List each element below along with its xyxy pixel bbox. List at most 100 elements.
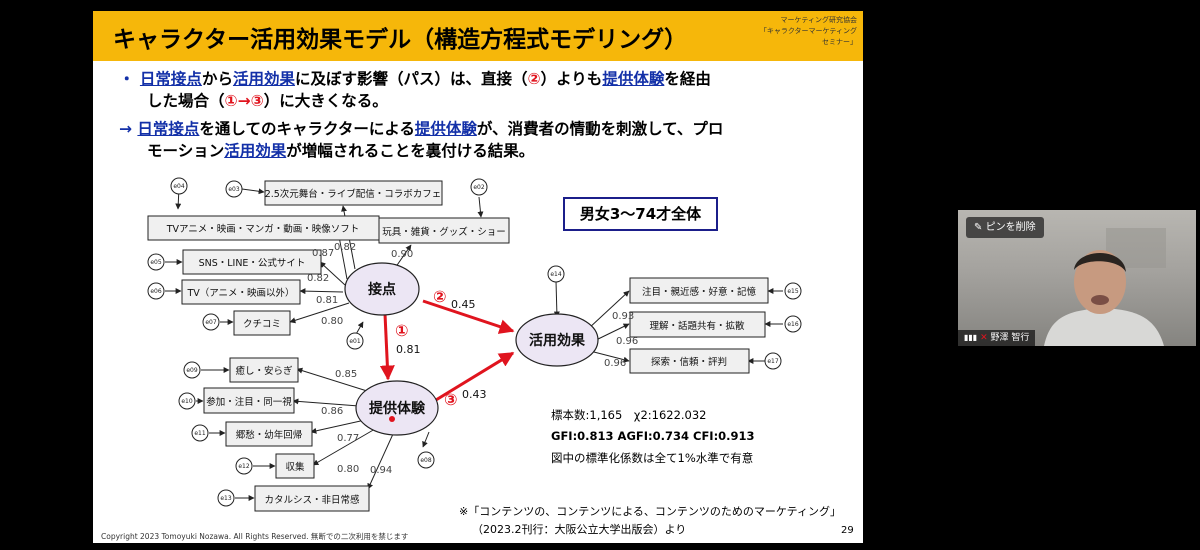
slide-title-bar: キャラクター活用効果モデル（構造方程式モデリング） マーケティング研究協会 「キ…: [93, 11, 863, 61]
loading-label: 0.96: [616, 336, 638, 347]
error-label: e04: [173, 183, 185, 190]
bullet-text: が、消費者の情動を刺激して、プロ: [476, 120, 724, 138]
page-number: 29: [841, 525, 854, 536]
error-term: [547, 265, 565, 283]
error-label: e09: [186, 367, 198, 374]
path-marker-2: ②: [527, 70, 541, 88]
indicator-box: [629, 311, 766, 338]
error-term: [178, 392, 196, 410]
error-term: [784, 282, 802, 300]
error-term: [217, 489, 235, 507]
indicator-label: クチコミ: [243, 319, 281, 330]
latent-node-effect: [515, 313, 599, 367]
indicator-box: [629, 348, 750, 374]
error-term: [784, 315, 802, 333]
participant-video-tile[interactable]: ✎ ピンを削除 ▮▮▮ ✕ 野澤 智行: [958, 210, 1196, 346]
error-label: e15: [787, 288, 799, 295]
unpin-label: ピンを削除: [985, 222, 1036, 233]
error-term: [225, 180, 243, 198]
stat-note: 図中の標準化係数は全て1%水準で有意: [551, 451, 754, 465]
indicator-box: [378, 217, 510, 244]
slide-title: キャラクター活用効果モデル（構造方程式モデリング）: [113, 27, 688, 53]
loading-label: 0.82: [307, 273, 329, 284]
cursor-pointer-dot: [389, 416, 395, 422]
error-label: e03: [228, 186, 240, 193]
error-term: [202, 313, 220, 331]
loading-label: 0.90: [391, 249, 413, 260]
indicator-label: TVアニメ・映画・マンガ・動画・映像ソフト: [166, 223, 360, 235]
error-term: [417, 451, 435, 469]
indicator-box: [181, 279, 301, 305]
error-term: [346, 332, 364, 350]
loading-label: 0.96: [604, 358, 626, 369]
signal-icon: ▮▮▮: [964, 333, 978, 342]
organizer-line: マーケティング研究協会: [780, 16, 857, 24]
bullet-1-line-2: した場合（①→③）に大きくなる。: [147, 90, 388, 112]
error-label: e13: [220, 495, 232, 502]
error-term: [191, 424, 209, 442]
error-label: e12: [238, 463, 250, 470]
path-coef-2: 0.45: [451, 298, 476, 311]
error-label: e07: [205, 319, 217, 326]
bullet-text: した場合（: [147, 92, 225, 110]
loading-label: 0.82: [334, 242, 356, 253]
error-label: e10: [181, 398, 193, 405]
bullet-1-line-1: ・ 日常接点から活用効果に及ぼす影響（パス）は、直接（②）よりも提供体験を経由: [119, 68, 711, 90]
indicator-box: [147, 215, 380, 241]
indicator-box: [264, 180, 443, 206]
unpin-button[interactable]: ✎ ピンを削除: [966, 217, 1044, 238]
path-coef-3: 0.43: [462, 388, 487, 401]
loading-label: 0.86: [321, 406, 343, 417]
indicator-box: [229, 357, 299, 383]
error-term: [170, 177, 188, 195]
indicator-label: TV（アニメ・映画以外）: [186, 287, 294, 299]
bullet-text: ）に大きくなる。: [263, 92, 388, 110]
error-label: e16: [787, 321, 799, 328]
source-note-line-2: （2023.2刊行：大阪公立大学出版会）より: [472, 523, 687, 536]
term-effect: 活用効果: [224, 142, 287, 160]
error-term: [147, 282, 165, 300]
indicator-label: 理解・話題共有・拡散: [649, 320, 745, 332]
latent-node-experience: [355, 380, 439, 436]
term-experience: 提供体験: [414, 120, 477, 138]
indicator-label: 収集: [285, 461, 305, 473]
error-label: e08: [420, 457, 432, 464]
indicator-box: [203, 387, 295, 414]
error-label: e02: [473, 184, 485, 191]
loading-label: 0.80: [337, 464, 359, 475]
indicator-box: [225, 421, 313, 447]
latent-label-contact: 接点: [368, 281, 396, 298]
loading-label: 0.85: [335, 369, 357, 380]
indicator-box: [182, 249, 322, 275]
participant-name-tag: ▮▮▮ ✕ 野澤 智行: [958, 330, 1036, 346]
error-label: e11: [194, 430, 206, 437]
indicator-box: [275, 453, 315, 479]
bullet-2-line-1: → 日常接点を通してのキャラクターによる提供体験が、消費者の情動を刺激して、プロ: [119, 118, 723, 140]
path-marker-1-3: ①→③: [224, 92, 264, 110]
arrow-marker: →: [119, 120, 132, 138]
loading-label: 0.77: [337, 433, 359, 444]
indicator-label: SNS・LINE・公式サイト: [199, 257, 306, 269]
error-term: [147, 253, 165, 271]
error-term: [764, 352, 782, 370]
error-term: [470, 178, 488, 196]
error-label: e05: [150, 259, 162, 266]
bullet-text: に及ぼす影響（パス）は、直接（: [294, 70, 528, 88]
error-label: e14: [550, 271, 562, 278]
sem-path-diagram: e04 e03 e02 e05 e06 e07 e01 e09 e10 e11 …: [147, 177, 802, 512]
error-label: e01: [349, 338, 361, 345]
participant-video-frame: [1044, 228, 1166, 346]
latent-label-effect: 活用効果: [529, 332, 586, 349]
bullet-text: が増幅されることを裏付ける結果。: [286, 142, 535, 160]
loading-label: 0.80: [321, 316, 343, 327]
indicator-box: [233, 310, 291, 336]
stat-fit: GFI:0.813 AGFI:0.734 CFI:0.913: [551, 429, 755, 443]
indicator-label: 参加・注目・同一視: [206, 396, 292, 408]
indicator-box: [254, 485, 370, 512]
loading-label: 0.87: [312, 248, 334, 259]
pin-icon: ✎: [974, 222, 983, 233]
path-marker-2-label: ②: [433, 287, 447, 306]
indicator-label: カタルシス・非日常感: [264, 494, 360, 506]
indicator-box: [629, 277, 769, 304]
